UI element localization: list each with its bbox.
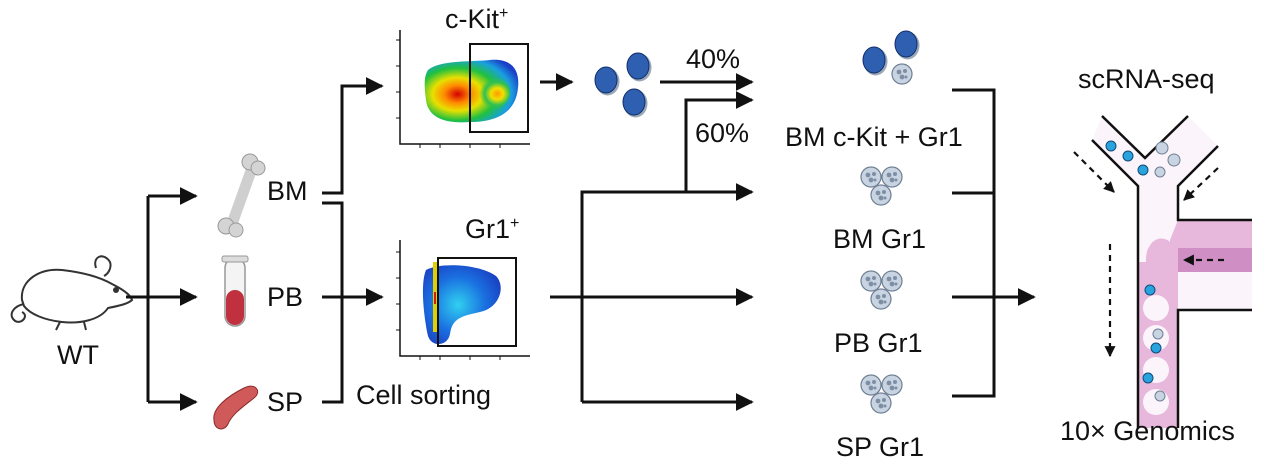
sample-label-bm-gr1: BM Gr1 (833, 224, 926, 254)
tissue-label-pb: PB (267, 282, 303, 312)
sample-bm-ckit-gr1-cells (862, 30, 920, 85)
tissue-label-sp: SP (267, 387, 303, 417)
sample-bm-gr1-cells (861, 167, 902, 205)
gate-label-gr1: Gr1+ (465, 214, 519, 244)
sample-label-bm-ckit-gr1: BM c-Kit + Gr1 (785, 122, 963, 152)
mouse-icon (10, 255, 134, 331)
tissue-label-bm: BM (267, 176, 308, 206)
bone-icon (217, 153, 266, 238)
ckit-cells (594, 52, 652, 118)
platform-label: 10× Genomics (1060, 416, 1235, 446)
sample-label-pb-gr1: PB Gr1 (834, 328, 923, 358)
distribution-lines (550, 73, 754, 411)
bm-branch (322, 77, 384, 404)
gate-label-ckit: c-Kit+ (445, 4, 508, 34)
flow-plot-ckit (396, 30, 530, 148)
spleen-icon (213, 385, 259, 430)
blood-tube-icon (221, 255, 249, 327)
flow-plot-gr1 (396, 240, 530, 360)
mouse-branch (126, 187, 198, 411)
gr1-percent: 60% (695, 118, 749, 148)
ckit-percent: 40% (686, 44, 740, 74)
sample-label-sp-gr1: SP Gr1 (836, 432, 924, 462)
cell-sorting-label: Cell sorting (356, 380, 491, 410)
sample-sp-gr1-cells (861, 375, 902, 413)
sample-pb-gr1-cells (861, 271, 902, 309)
merge-bracket (952, 88, 1036, 398)
method-label: scRNA-seq (1078, 64, 1215, 94)
mouse-label: WT (57, 340, 99, 370)
microfluidic-chip (1073, 115, 1252, 428)
